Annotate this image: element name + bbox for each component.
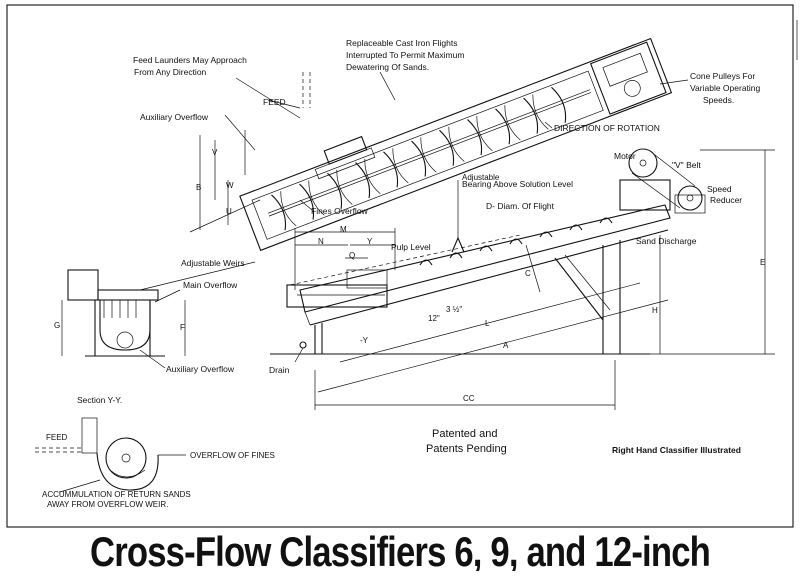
end-view — [61, 261, 256, 369]
label-accumulation-1: ACCUMMULATION OF RETURN SANDS — [42, 490, 191, 499]
label-adjustable: Adjustable — [462, 173, 500, 182]
label-motor: Motor — [614, 151, 636, 161]
label-overflow-fines: OVERFLOW OF FINES — [190, 451, 275, 460]
dim-h: H — [652, 306, 658, 315]
motor-pulley — [628, 148, 658, 178]
label-adjustable-weirs: Adjustable Weirs — [181, 258, 245, 268]
section-yy — [35, 417, 186, 493]
label-flights-1: Replaceable Cast Iron Flights — [346, 38, 458, 48]
label-sand-discharge: Sand Discharge — [636, 236, 697, 246]
label-v-belt: "V" Belt — [672, 160, 701, 170]
label-direction-rotation: DIRECTION OF ROTATION — [554, 123, 660, 133]
dim-u: U — [226, 207, 232, 216]
plan-view — [189, 37, 689, 252]
label-section: Section Y-Y. — [77, 395, 122, 405]
plan-tank — [239, 37, 673, 252]
dim-l: L — [485, 319, 490, 328]
dim-e: E — [760, 258, 765, 267]
spiral-flights — [271, 86, 567, 231]
label-reducer: Reducer — [710, 195, 742, 205]
dim-cc: CC — [463, 394, 475, 403]
dim-v: V — [212, 148, 218, 157]
label-d-diam: D- Diam. Of Flight — [486, 201, 555, 211]
dim-c: C — [525, 269, 531, 278]
dim-m: M — [340, 225, 347, 234]
elevation-tank — [286, 284, 388, 308]
dim-f: F — [180, 323, 185, 332]
drawing-border — [6, 4, 794, 528]
dim-a: A — [503, 341, 509, 350]
dim-n: N — [318, 237, 324, 246]
label-cone-pulleys-3: Speeds. — [703, 95, 734, 105]
label-right-hand: Right Hand Classifier Illustrated — [612, 445, 741, 455]
reducer-pulley — [677, 185, 703, 211]
label-patents-pending: Patents Pending — [426, 443, 507, 455]
dim-w: W — [226, 181, 234, 190]
page-title: Cross-Flow Classifiers 6, 9, and 12-inch — [90, 528, 710, 571]
label-main-overflow: Main Overflow — [183, 280, 238, 290]
label-pulp-level: Pulp Level — [391, 242, 431, 252]
label-cone-pulleys-2: Variable Operating — [690, 83, 761, 93]
dim-12in: 12" — [428, 314, 440, 323]
label-feed: FEED — [263, 97, 286, 107]
dim-q: Q — [349, 251, 355, 260]
dim-3-half: 3 ½" — [446, 305, 462, 314]
label-accumulation-2: AWAY FROM OVERFLOW WEIR. — [47, 500, 168, 509]
label-drain: Drain — [269, 365, 290, 375]
dim-g: G — [54, 321, 60, 330]
label-fines-overflow: Fines Overflow — [311, 206, 369, 216]
dim-y: Y — [367, 237, 373, 246]
side-elevation — [270, 148, 775, 410]
label-bearing-level: Bearing Above Solution Level — [462, 179, 573, 189]
label-flights-3: Dewatering Of Sands. — [346, 62, 429, 72]
label-aux-overflow-top: Auxiliary Overflow — [140, 112, 209, 122]
label-feed-section: FEED — [46, 433, 68, 442]
label-feed-launders-2: From Any Direction — [134, 67, 207, 77]
label-patented: Patented and — [432, 428, 497, 440]
label-flights-2: Interrupted To Permit Maximum — [346, 50, 464, 60]
label-feed-launders-1: Feed Launders May Approach — [133, 55, 247, 65]
label-aux-overflow-bottom: Auxiliary Overflow — [166, 364, 235, 374]
label-cone-pulleys-1: Cone Pulleys For — [690, 71, 755, 81]
elevation-trough — [299, 204, 671, 313]
dim-b: B — [196, 183, 201, 192]
label-speed: Speed — [707, 184, 732, 194]
dim-y-arrow: -Y — [360, 336, 369, 345]
